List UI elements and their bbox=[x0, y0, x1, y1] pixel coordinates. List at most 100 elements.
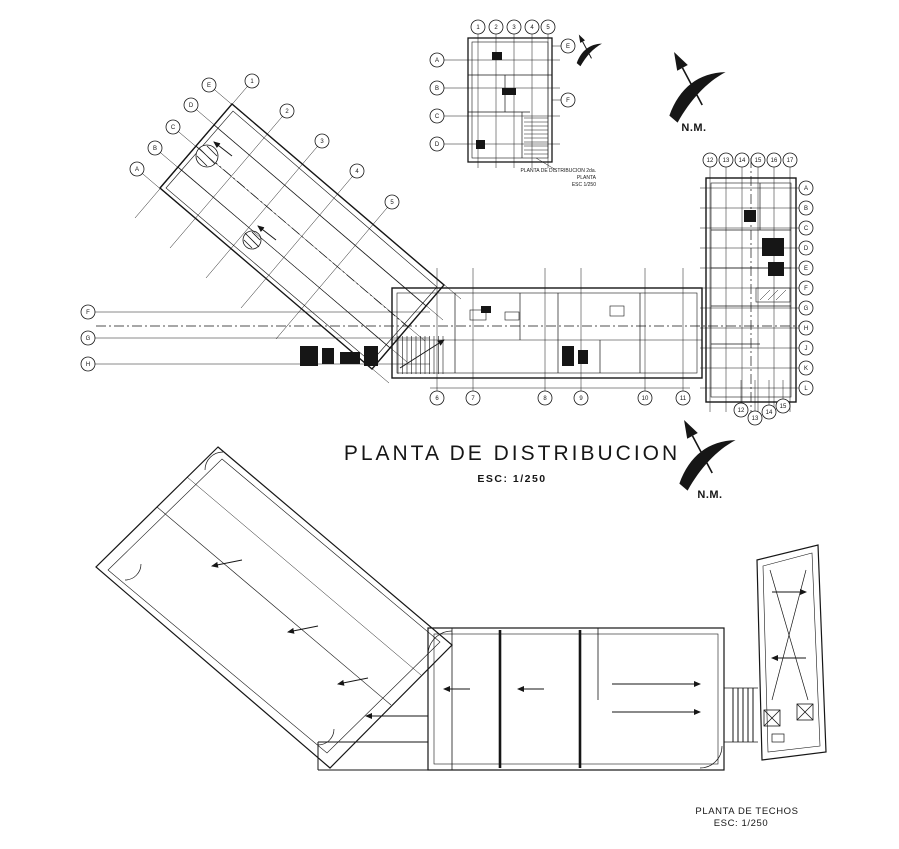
grid-line bbox=[208, 84, 462, 300]
grid-bubble bbox=[798, 260, 814, 276]
grid-bubble-label: 1 bbox=[250, 79, 254, 85]
grid-bubble-label: 9 bbox=[579, 396, 583, 402]
grid-bubble bbox=[429, 80, 445, 96]
detail-plan bbox=[467, 37, 557, 171]
grid-bubble bbox=[279, 103, 295, 119]
grid-bubble-label: 3 bbox=[320, 139, 324, 145]
grid-bubble bbox=[798, 360, 814, 376]
roof-plan-title: PLANTA DE TECHOS bbox=[695, 806, 798, 817]
grid-bubble-label: 7 bbox=[471, 396, 475, 402]
vent-box bbox=[796, 703, 814, 721]
direction-arrow bbox=[337, 677, 369, 686]
grid-bubble-label: 5 bbox=[546, 25, 550, 31]
grid-line bbox=[275, 201, 393, 340]
north-label-top: N.M. bbox=[681, 122, 706, 134]
grid-bubble-label: 4 bbox=[530, 25, 534, 31]
grid-bubble-label: 14 bbox=[739, 158, 746, 164]
fixtures bbox=[300, 210, 784, 366]
grid-bubble bbox=[775, 398, 791, 414]
grid-bubble-label: D bbox=[804, 246, 809, 252]
grid-bubble-label: 17 bbox=[787, 158, 794, 164]
roof-connector-hatch bbox=[724, 687, 758, 743]
slope-arrows bbox=[211, 141, 807, 719]
grid-line bbox=[154, 147, 408, 363]
grid-bubble bbox=[384, 194, 400, 210]
right-roof bbox=[756, 544, 827, 761]
grid-bubble-label: 12 bbox=[738, 408, 745, 414]
grid-bubble bbox=[465, 390, 481, 406]
caption-leader bbox=[535, 157, 557, 171]
grid-bubble-label: B bbox=[804, 206, 808, 212]
grid-bubble bbox=[537, 390, 553, 406]
grid-bubble bbox=[798, 320, 814, 336]
grid-bubble bbox=[798, 300, 814, 316]
corner-arc bbox=[699, 745, 723, 769]
grid-line bbox=[240, 170, 358, 309]
detail-caption-2: PLANTA bbox=[577, 175, 597, 181]
grid-bubble-label: 13 bbox=[752, 416, 759, 422]
grid-line bbox=[136, 168, 390, 384]
detail-caption-1: PLANTA DE DISTRIBUCION 2da. bbox=[521, 168, 596, 174]
north-label-middle: N.M. bbox=[697, 489, 722, 501]
grid-line bbox=[172, 126, 426, 342]
grid-bubble bbox=[675, 390, 691, 406]
grid-bubble-label: F bbox=[566, 98, 570, 104]
grid-line bbox=[169, 110, 288, 249]
grid-bubble-label: A bbox=[435, 58, 439, 64]
grid-bubble-label: J bbox=[805, 346, 808, 352]
grid-bubble-label: H bbox=[804, 326, 808, 332]
grid-bubble bbox=[798, 240, 814, 256]
stair bbox=[397, 336, 444, 374]
distribution-plan bbox=[96, 103, 800, 420]
grid-bubble bbox=[80, 330, 96, 346]
direction-arrow bbox=[257, 225, 277, 241]
grid-bubble-label: A bbox=[804, 186, 808, 192]
grid-bubble bbox=[129, 161, 145, 177]
grid-bubble bbox=[506, 19, 522, 35]
grid-bubble bbox=[782, 152, 798, 168]
grid-bubble bbox=[429, 52, 445, 68]
grid-bubble bbox=[761, 404, 777, 420]
corner-arc bbox=[204, 451, 224, 471]
direction-arrow bbox=[213, 141, 233, 157]
direction-arrow bbox=[399, 339, 445, 369]
grid-bubble bbox=[540, 19, 556, 35]
grid-bubble-label: 11 bbox=[680, 396, 687, 402]
grid-bubble bbox=[747, 410, 763, 426]
grid-bubble-label: 5 bbox=[390, 200, 394, 206]
grid-bubble-label: 15 bbox=[780, 404, 787, 410]
grid-bubble bbox=[429, 390, 445, 406]
grid-bubble bbox=[766, 152, 782, 168]
grid-bubble bbox=[560, 38, 576, 54]
grid-bubble bbox=[560, 92, 576, 108]
grid-bubble bbox=[798, 180, 814, 196]
roof-plan bbox=[95, 446, 827, 771]
grid-bubble bbox=[429, 136, 445, 152]
grid-bubble bbox=[524, 19, 540, 35]
grid-bubble bbox=[798, 340, 814, 356]
grid-bubble-label: 14 bbox=[766, 410, 773, 416]
direction-arrow bbox=[287, 625, 319, 634]
diagonal-roof bbox=[95, 446, 453, 769]
grid-line bbox=[134, 80, 253, 219]
grid-bubble-label: 4 bbox=[355, 169, 359, 175]
grid-bubble-label: 12 bbox=[707, 158, 714, 164]
north-arrow-middle bbox=[679, 419, 736, 491]
grid-bubble-label: 10 bbox=[642, 396, 649, 402]
corner-arc bbox=[427, 630, 453, 656]
grid-bubble-label: D bbox=[189, 103, 194, 109]
corner-arc bbox=[317, 728, 335, 746]
grid-bubble-label: 8 bbox=[543, 396, 547, 402]
detail-fixtures bbox=[476, 52, 516, 149]
grid-bubble-label: 1 bbox=[476, 25, 480, 31]
grid-bubble-label: B bbox=[153, 146, 157, 152]
grid-bubble-label: H bbox=[86, 362, 90, 368]
grid-bubble-label: 15 bbox=[755, 158, 762, 164]
main-plan-title: PLANTA DE DISTRIBUCION bbox=[344, 442, 680, 465]
grid-bubble-label: C bbox=[435, 114, 440, 120]
grid-bubble bbox=[750, 152, 766, 168]
grid-bubble bbox=[201, 77, 217, 93]
grid-bubble bbox=[80, 356, 96, 372]
